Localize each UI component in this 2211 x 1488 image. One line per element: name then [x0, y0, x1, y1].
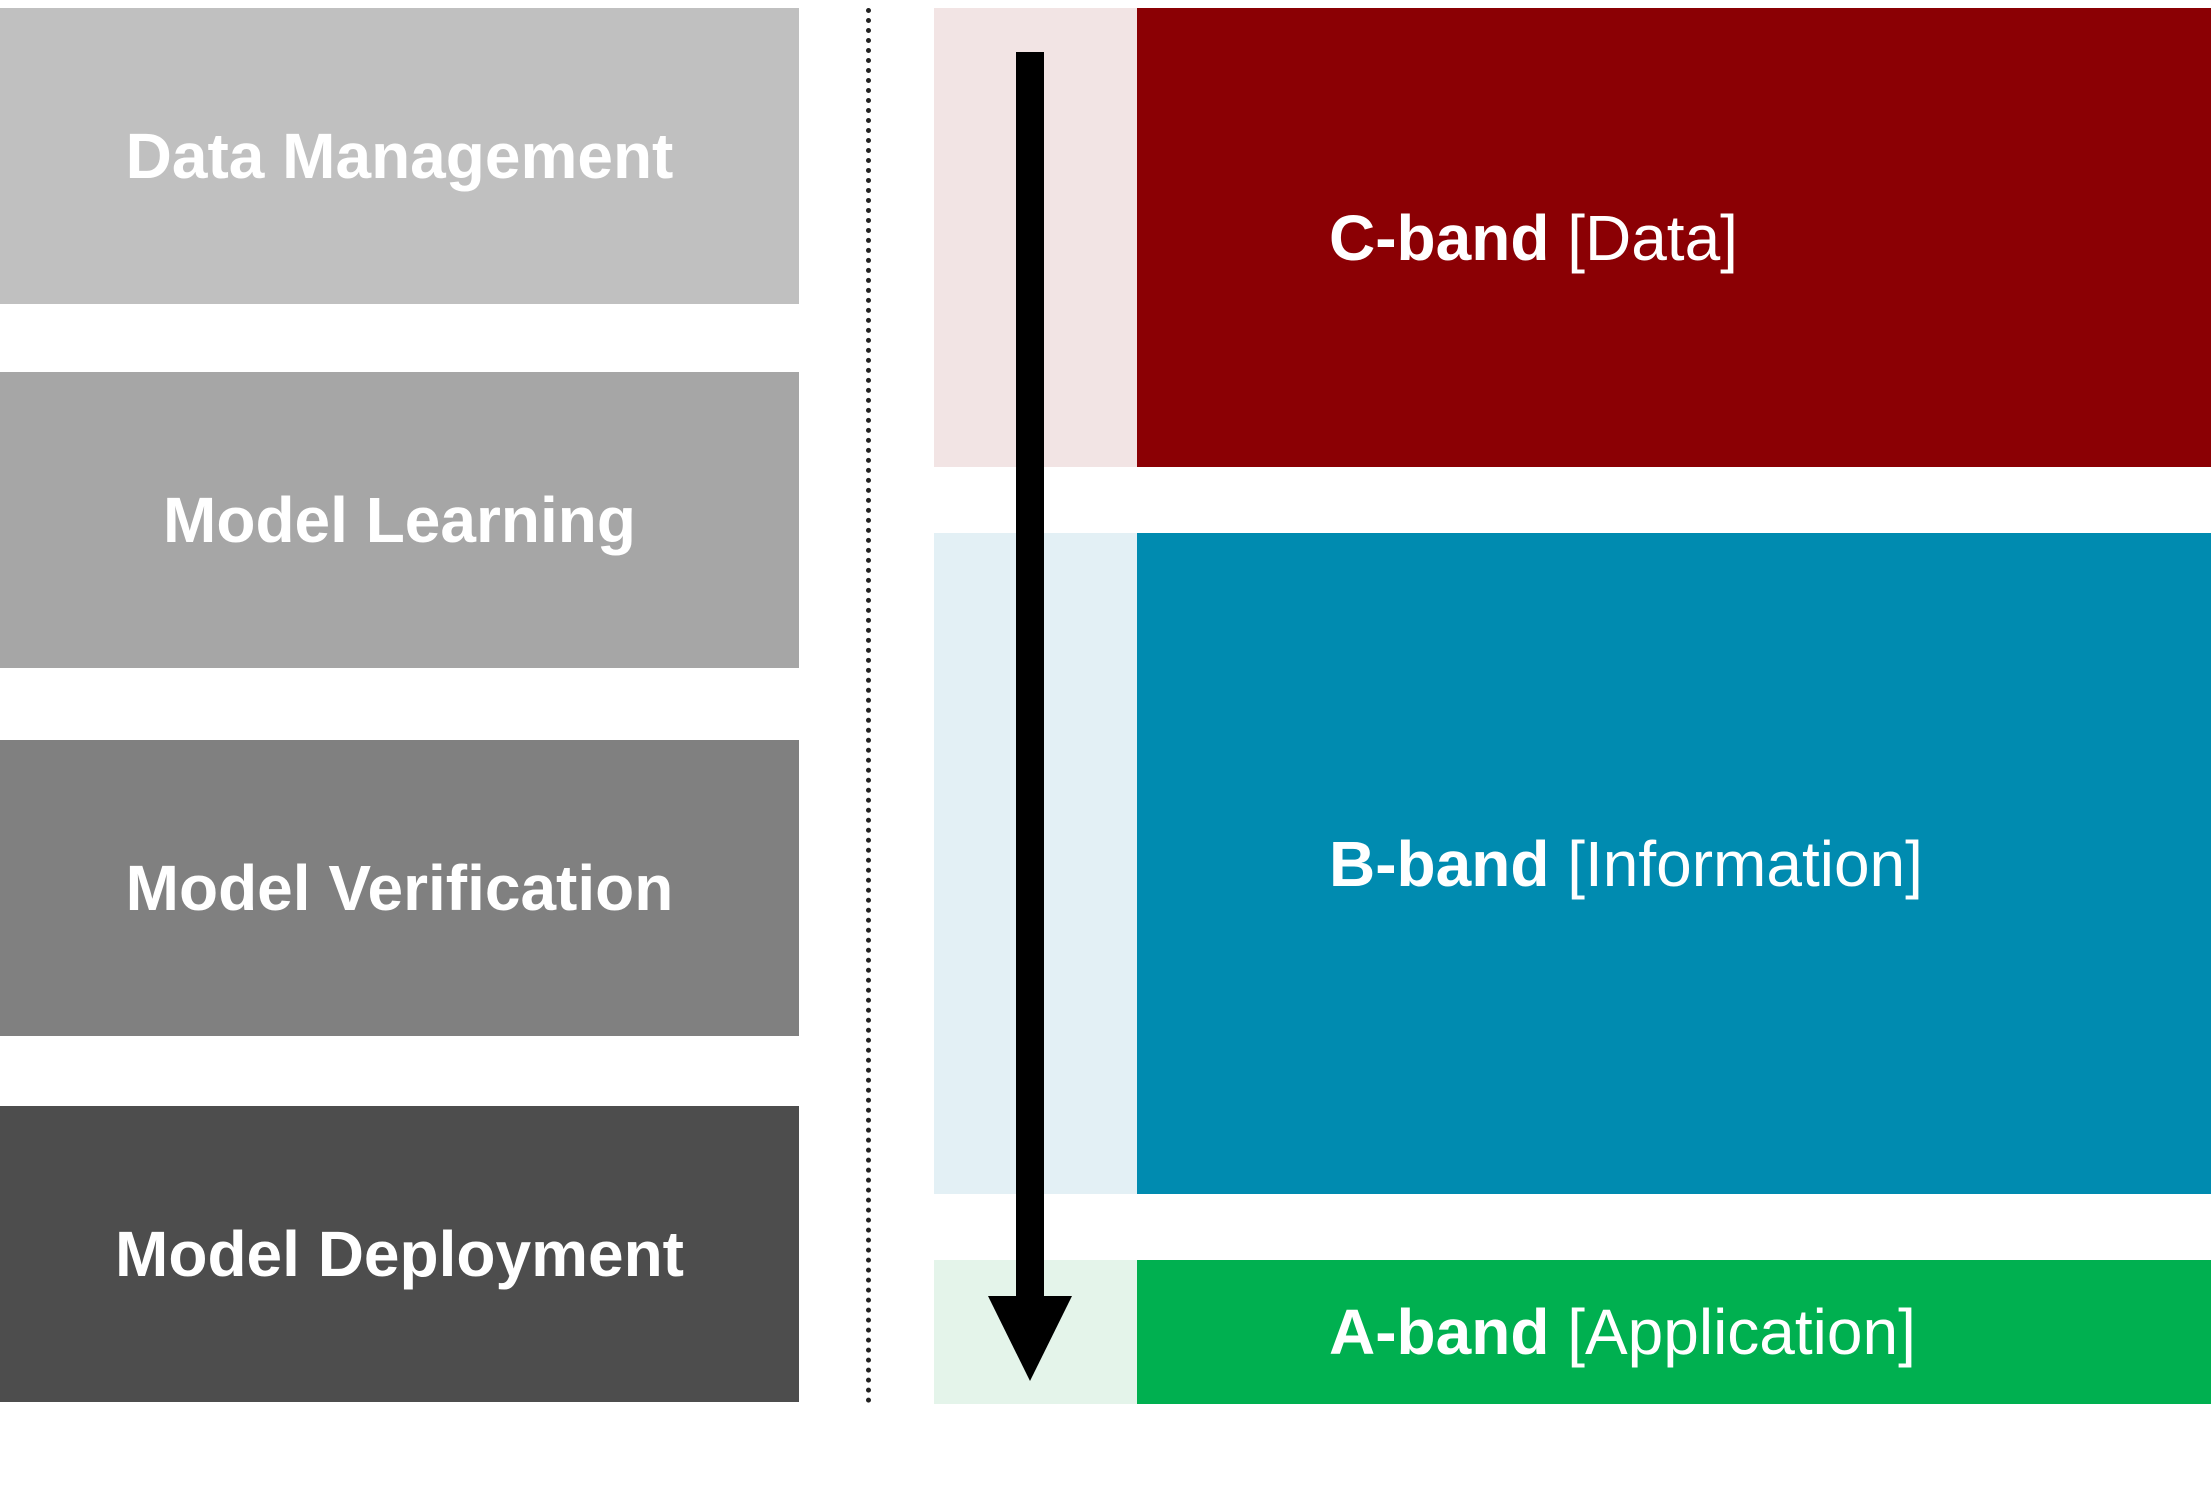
stage-model-learning: Model Learning	[0, 372, 799, 668]
a-band-light-strip	[934, 1260, 1137, 1404]
c-band-text: C-band [Data]	[1329, 201, 1738, 275]
b-band-light-strip	[934, 533, 1137, 1194]
stage-label: Model Learning	[163, 484, 636, 556]
stage-label: Data Management	[125, 120, 674, 192]
stage-model-deployment: Model Deployment	[0, 1106, 799, 1402]
a-band-text: A-band [Application]	[1329, 1295, 1916, 1369]
band-desc: [Information]	[1567, 827, 1923, 900]
stage-label: Model Verification	[125, 852, 674, 924]
band-desc: [Application]	[1567, 1296, 1916, 1368]
stage-label: Model Deployment	[115, 1218, 684, 1290]
a-band-box: A-band [Application]	[1137, 1260, 2211, 1404]
c-band-box: C-band [Data]	[1137, 8, 2211, 467]
stage-data-management: Data Management	[0, 8, 799, 304]
band-name: C-band	[1329, 201, 1550, 274]
c-band-light-strip	[934, 8, 1137, 467]
band-name: B-band	[1329, 827, 1550, 900]
dotted-divider	[866, 8, 871, 1404]
band-desc: [Data]	[1567, 201, 1738, 274]
b-band-box: B-band [Information]	[1137, 533, 2211, 1194]
stage-model-verification: Model Verification	[0, 740, 799, 1036]
b-band-text: B-band [Information]	[1329, 827, 1923, 901]
band-name: A-band	[1329, 1296, 1550, 1368]
